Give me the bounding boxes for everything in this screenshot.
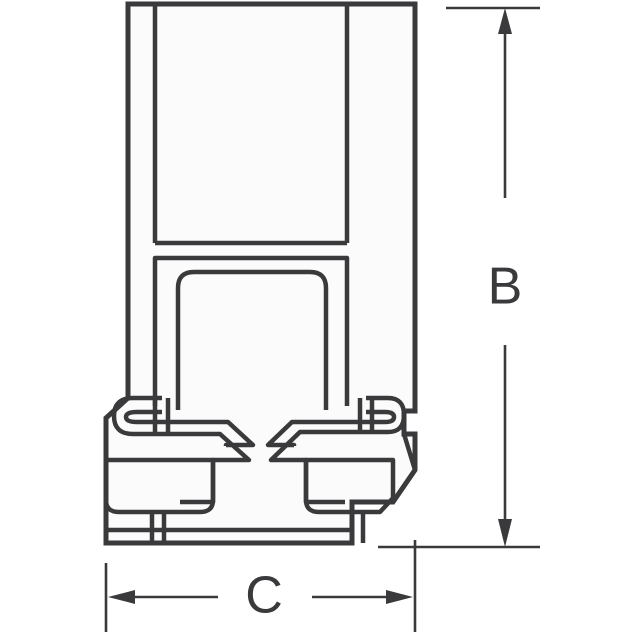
- dimension-b-group: B: [378, 6, 540, 549]
- right-chamfer-edge: [391, 433, 418, 504]
- left-spring-contact: [103, 395, 256, 543]
- dim-c-arrowhead-right: [386, 590, 413, 604]
- left-contact-pad: [103, 457, 216, 515]
- right-spring-contact: [265, 395, 418, 543]
- dimension-c-group: C: [104, 540, 417, 632]
- dim-b-label: B: [488, 258, 523, 316]
- dim-b-arrowhead-down: [498, 519, 512, 547]
- inner-channel-outer: [152, 255, 350, 406]
- connector-body-group: [103, 1, 418, 546]
- inner-channel-rounded: [175, 269, 329, 410]
- right-contact-pad: [303, 457, 396, 515]
- left-contact-hook-inner: [123, 409, 256, 448]
- dim-b-arrowhead-up: [498, 8, 512, 34]
- right-contact-hook-outer: [268, 395, 407, 505]
- dim-c-label: C: [245, 567, 283, 625]
- right-contact-hook-inner: [265, 409, 397, 448]
- dim-c-arrowhead-left: [108, 590, 135, 604]
- left-contact-hook-outer: [111, 395, 252, 505]
